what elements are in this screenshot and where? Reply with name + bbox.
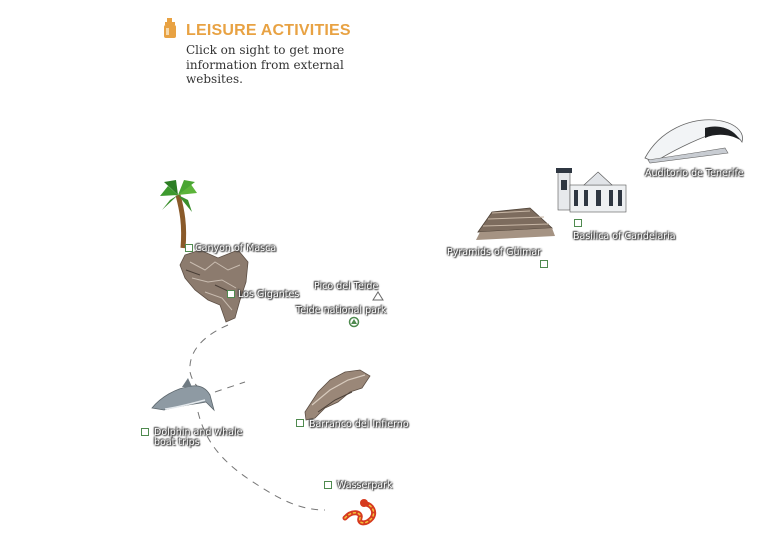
label-los-gigantes[interactable]: Los Gigantes (238, 289, 300, 300)
marker-dolphin-trips[interactable] (141, 428, 149, 436)
label-pico-teide[interactable]: Pico del Teide (314, 281, 379, 292)
label-teide-park[interactable]: Teide national park (296, 305, 387, 316)
route-path-3 (197, 411, 326, 511)
marker-canyon-masca[interactable] (185, 244, 193, 252)
label-dolphin-trips-line1[interactable]: Dolphin and whale (154, 427, 243, 438)
marker-barranco[interactable] (296, 419, 304, 427)
page-title: LEISURE ACTIVITIES (186, 22, 351, 39)
label-pyramids[interactable]: Pyramids of Güimar (447, 247, 542, 258)
auditorio-icon (644, 119, 743, 164)
route-path (189, 324, 229, 396)
page-description: Click on sight to get more information f… (186, 43, 345, 86)
barranco-ridge-icon (304, 369, 371, 421)
bottle-icon (164, 18, 176, 38)
basilica-icon (556, 168, 627, 213)
label-barranco[interactable]: Barranco del Infierno (309, 419, 409, 430)
dolphin-icon (151, 378, 215, 412)
cliff-rock-icon (179, 249, 249, 323)
marker-basilica[interactable] (574, 219, 582, 227)
label-wasserpark[interactable]: Wasserpark (337, 480, 393, 491)
label-canyon-masca[interactable]: Canyon of Masca (195, 243, 277, 254)
label-basilica[interactable]: Basilica of Candelaria (573, 231, 676, 242)
marker-los-gigantes[interactable] (227, 290, 235, 298)
marker-wasserpark[interactable] (324, 481, 332, 489)
palm-tree-icon (160, 180, 197, 249)
route-path-2 (214, 381, 246, 393)
pyramid-icon (476, 207, 555, 240)
label-dolphin-trips-line2[interactable]: boat trips (154, 437, 200, 448)
marker-pyramids[interactable] (540, 260, 548, 268)
dragon-icon (342, 499, 377, 526)
mountain-marker-icon (372, 291, 384, 301)
park-marker-icon (348, 316, 360, 328)
label-auditorio[interactable]: Auditorio de Tenerife (645, 168, 744, 179)
